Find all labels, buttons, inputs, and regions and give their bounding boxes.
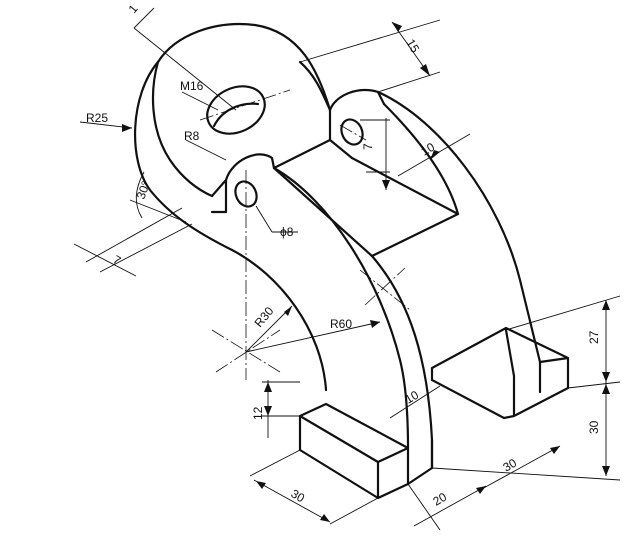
dim-10-bottom: 10 xyxy=(403,388,422,407)
left-foot xyxy=(298,402,410,500)
dimension-lines xyxy=(73,7,621,531)
dim-15: 15 xyxy=(403,37,422,56)
dim-angle-30: 30° xyxy=(134,179,153,201)
dim-r30: R30 xyxy=(252,304,277,330)
dim-10-top: 10 xyxy=(419,140,438,159)
dim-phi8: ϕ8 xyxy=(280,225,294,239)
dim-1: 1 xyxy=(126,2,141,16)
m16-hole-inner xyxy=(212,102,260,128)
dim-30-right: 30 xyxy=(587,420,601,434)
dim-12: 12 xyxy=(251,406,265,420)
dim-20: 20 xyxy=(431,490,450,509)
right-lug xyxy=(328,88,386,160)
inner-arch-2 xyxy=(370,254,434,470)
center-lines xyxy=(199,89,411,380)
dimension-labels: 1 15 M16 R25 R8 7 10 30° ϕ8 7 R30 R60 27… xyxy=(86,2,601,509)
part-outline xyxy=(133,23,570,500)
right-hole xyxy=(340,118,364,146)
boss-back-arc xyxy=(298,60,332,112)
boss-top-arc xyxy=(156,23,332,112)
dim-7-top: 7 xyxy=(361,143,375,150)
dim-m16: M16 xyxy=(180,79,204,93)
phi8-hole xyxy=(234,180,258,208)
bottom-edge xyxy=(406,438,434,486)
dim-30-base: 30 xyxy=(501,456,520,475)
dim-r60: R60 xyxy=(330,317,352,331)
boss-inner-curve xyxy=(151,60,214,198)
right-foot xyxy=(430,326,570,420)
dim-r8: R8 xyxy=(184,129,200,143)
inner-arch xyxy=(272,166,410,450)
left-lug xyxy=(210,153,276,198)
outer-arch-right xyxy=(376,90,542,364)
dim-27: 27 xyxy=(587,330,601,344)
left-lug-side xyxy=(210,178,228,214)
dim-30-front: 30 xyxy=(289,486,308,505)
top-face xyxy=(272,138,460,258)
dim-r25: R25 xyxy=(86,111,108,125)
m16-hole xyxy=(206,85,266,135)
